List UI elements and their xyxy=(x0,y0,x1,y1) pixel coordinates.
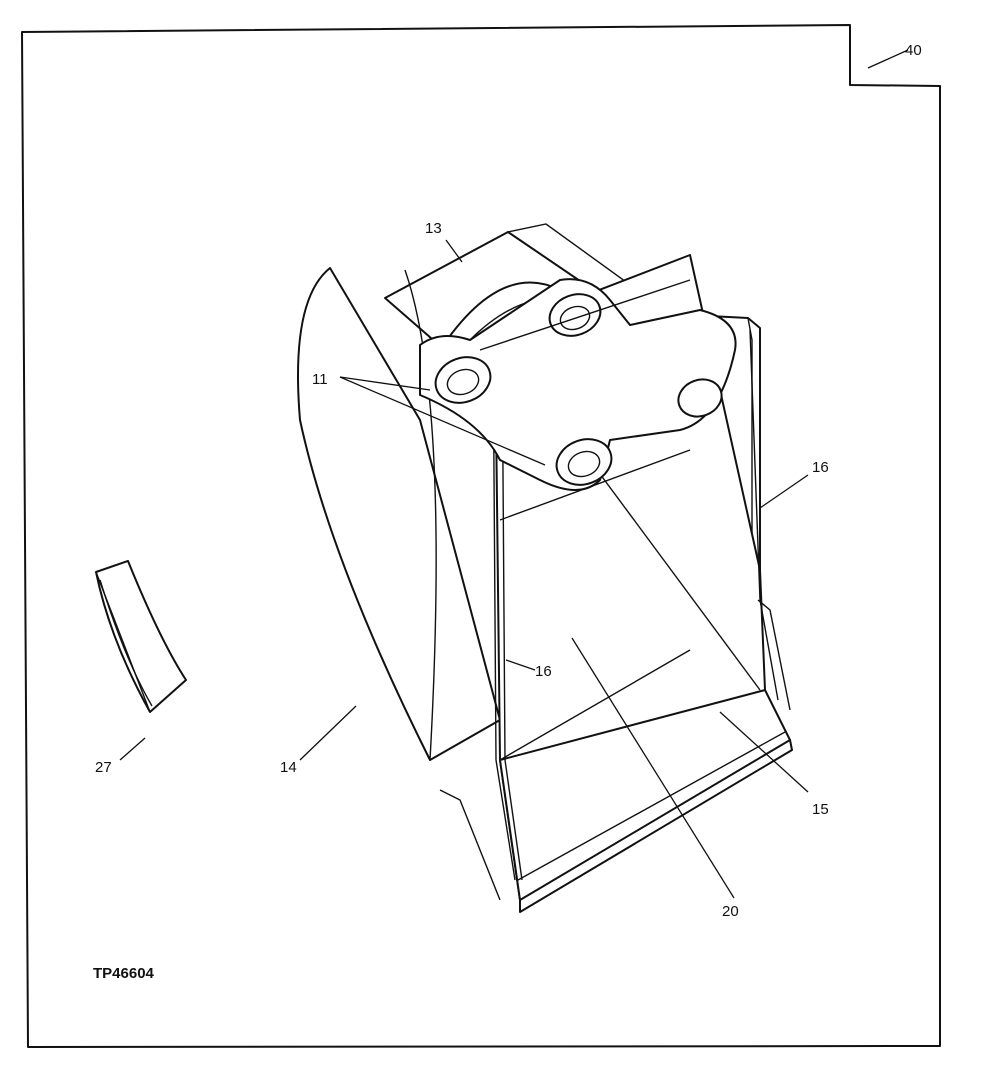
callout-leaders xyxy=(119,49,909,899)
figure-id: TP46604 xyxy=(93,965,155,982)
bushing-part-11-upper xyxy=(434,356,492,404)
side-cutter-strip-part-16-right xyxy=(749,329,779,701)
callout-13: 13 xyxy=(425,220,442,237)
side-cutter-part-27 xyxy=(95,560,187,713)
callout-16-upper: 16 xyxy=(812,459,829,476)
side-cutter-strip-part-16-left xyxy=(492,329,516,881)
callout-27: 27 xyxy=(95,759,112,776)
callout-16-lower: 16 xyxy=(535,663,552,680)
callout-11: 11 xyxy=(312,371,328,388)
callout-14: 14 xyxy=(280,759,297,776)
excavator-bucket xyxy=(297,223,793,913)
page-frame xyxy=(21,24,941,1048)
callout-40: 40 xyxy=(905,42,922,59)
side-plate-part-14 xyxy=(297,267,501,761)
bushing-part-11-lower xyxy=(555,438,613,486)
callout-15: 15 xyxy=(812,801,829,818)
callout-20: 20 xyxy=(722,903,739,920)
